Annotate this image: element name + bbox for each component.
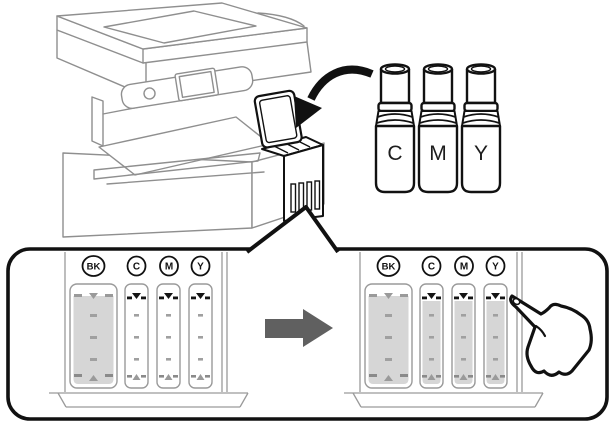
ink-tank-c-before <box>124 283 149 389</box>
label-circle-bk <box>376 255 401 277</box>
bottle-label-c: C <box>387 142 402 165</box>
label-circle-c <box>421 255 442 277</box>
bottle-body <box>374 124 416 194</box>
ink-tank-m-after <box>451 283 476 389</box>
curved-arrow-icon <box>294 65 374 128</box>
ink-tank-c-after <box>419 283 444 389</box>
bottle-cap-flange <box>463 101 499 113</box>
ink-tank-bk-before <box>69 283 118 389</box>
label-bk: BK <box>382 262 396 273</box>
ink-tank-y-before <box>188 283 213 389</box>
tank-view-before: BK C M Y <box>49 252 249 408</box>
label-y: Y <box>197 262 204 273</box>
printer-illustration <box>56 2 325 238</box>
callout-wedge <box>247 207 338 252</box>
right-block-arrow-icon <box>265 309 333 347</box>
callout-lines <box>245 205 340 254</box>
pointing-hand-icon <box>509 294 593 377</box>
bottle-shoulder-rings <box>418 113 458 124</box>
label-m: M <box>460 262 468 273</box>
tank-window-1 <box>290 183 297 213</box>
tank-view-after: BK C M Y <box>344 252 544 408</box>
label-c: C <box>133 262 140 273</box>
bottle-cap-flange <box>377 101 413 113</box>
ink-tank-y-after <box>483 283 508 389</box>
printer-paper-slot <box>257 12 305 27</box>
label-circle-m <box>454 255 474 277</box>
bottle-label-m: M <box>429 142 447 165</box>
tank-unit-tray <box>344 392 544 408</box>
tank-unit-tray <box>49 392 249 408</box>
printer-adf <box>103 10 257 44</box>
printer-screen <box>174 67 219 102</box>
label-circle-c <box>126 255 147 277</box>
ink-bottle-c: C <box>374 63 416 194</box>
finger-crease <box>534 324 547 338</box>
bottle-body <box>460 124 502 194</box>
label-circle-y <box>485 255 506 277</box>
tank-unit-frame <box>359 252 523 392</box>
label-m: M <box>165 262 173 273</box>
label-bk: BK <box>87 262 101 273</box>
label-y: Y <box>492 262 499 273</box>
ink-bottle-y: Y <box>460 63 502 194</box>
bottle-shoulder-rings <box>375 113 415 124</box>
label-circle-m <box>159 255 179 277</box>
printer-strut <box>91 96 104 147</box>
printer-power-button <box>143 87 156 100</box>
bottle-shoulder-rings <box>461 113 501 124</box>
bottle-label-y: Y <box>474 142 488 165</box>
tank-cover-inner <box>258 95 298 144</box>
tank-window-4 <box>314 180 321 210</box>
tank-unit-frame <box>64 252 228 392</box>
ink-tank-bk-after <box>364 283 413 389</box>
bottle-cap-top-inner <box>470 65 492 73</box>
bottle-cap-top-inner <box>427 65 449 73</box>
printer-tray-lip <box>93 152 265 185</box>
label-c: C <box>428 262 435 273</box>
ink-tank-m-before <box>156 283 181 389</box>
label-circle-bk <box>81 255 106 277</box>
bottle-cap-flange <box>420 101 456 113</box>
printer-control-panel <box>120 66 254 109</box>
ink-bottles: C M Y <box>374 63 502 194</box>
printer-screen-inner <box>178 70 215 99</box>
bottle-cap-top-inner <box>384 65 406 73</box>
tank-cover-open <box>253 89 303 149</box>
ink-bottle-m: M <box>417 63 459 194</box>
label-circle-y <box>190 255 211 277</box>
fingernail <box>512 297 521 306</box>
bottle-body <box>417 124 459 194</box>
